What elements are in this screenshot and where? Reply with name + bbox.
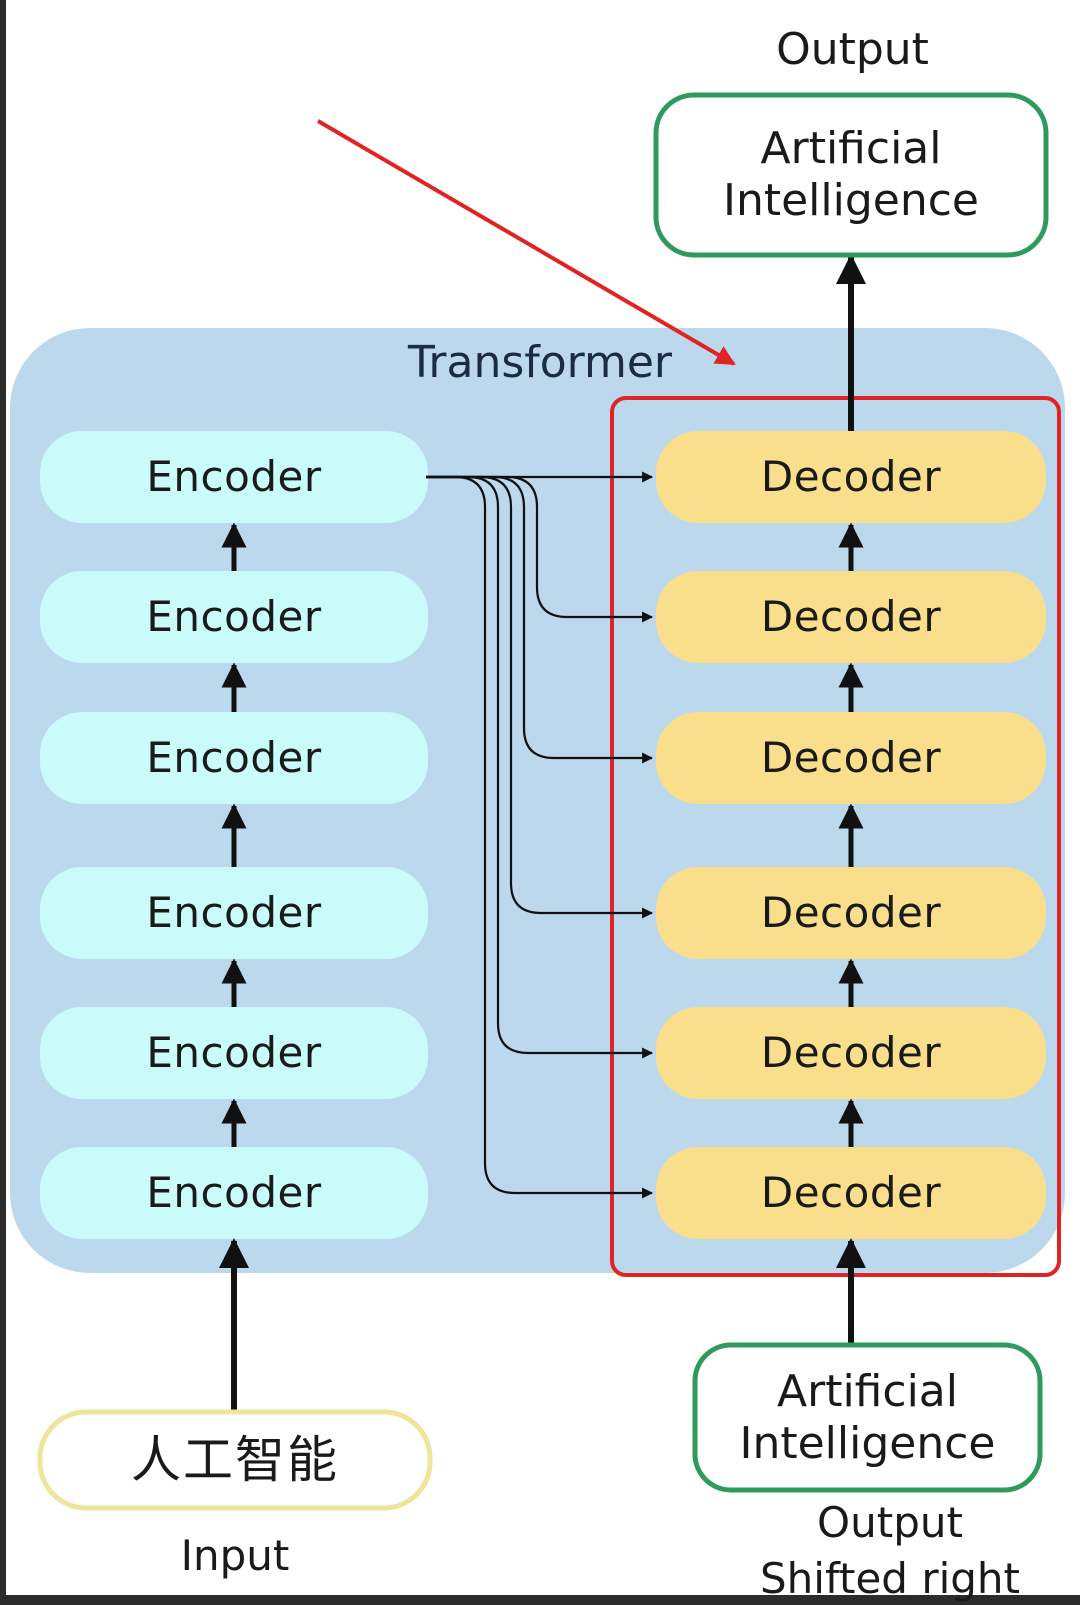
annotation-arrow [316,119,736,366]
decoder-stack [656,431,1046,1239]
encoder-block [40,431,428,523]
encoder-block [40,1147,428,1239]
encoder-block [40,712,428,804]
encoder-decoder-connector [426,475,654,919]
encoder-decoder-connector [426,475,654,764]
encoder-block [40,867,428,959]
connector-lines [219,254,866,1412]
encoder-stack [40,431,428,1239]
decoder-block [656,431,1046,523]
encoder-block [40,571,428,663]
encoder-decoder-connector [426,475,654,623]
encoder-decoder-connector [426,475,654,1199]
encoder-decoder-connector [426,475,654,1059]
output-box [653,92,1049,258]
shifted-output-box [692,1342,1043,1493]
encoder-block [40,1007,428,1099]
input-box [37,1409,433,1511]
decoder-block [656,712,1046,804]
decoder-block [656,1007,1046,1099]
decoder-block [656,867,1046,959]
decoder-highlight-box [610,396,1061,1277]
decoder-block [656,571,1046,663]
decoder-block [656,1147,1046,1239]
